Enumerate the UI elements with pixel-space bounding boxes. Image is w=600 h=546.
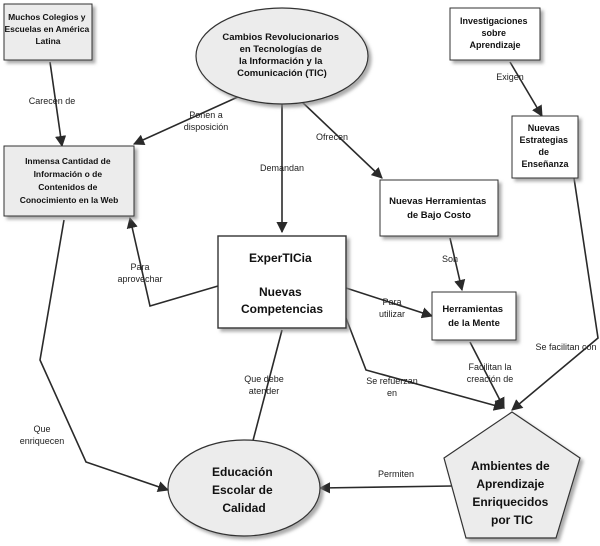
svg-text:Ambientes de Aprendiza: Ambientes de Aprendizaje Enriquecidos po… [471, 459, 553, 527]
edge-expertic-ambientes [345, 317, 506, 411]
edge-investigaciones-estrategias [509, 61, 543, 117]
node-educacion: Educación Escolar de Calidad [167, 439, 321, 537]
node-colegios: Muchos Colegios y Escuelas en América La… [3, 3, 93, 61]
node-tic: Cambios Revolucionarios en Tecnologías d… [195, 7, 369, 105]
label-carecen: Carecen de [29, 96, 76, 106]
label-son: Son [442, 254, 458, 264]
node-herramientas-bajo: Nuevas Herramientas de Bajo Costo [379, 179, 499, 237]
svg-text:Muchos Colegios y Escu: Muchos Colegios y Escuelas en América La… [4, 12, 91, 46]
label-se-facilitan: Se facilitan con [535, 342, 596, 352]
label-demandan: Demandan [260, 163, 304, 173]
svg-text:Investigaciones sobre: Investigaciones sobre Aprendizaje [460, 16, 530, 50]
node-expertic: ExperTICia Nuevas Competencias [217, 235, 347, 329]
edge-tic-cantidad [132, 95, 241, 145]
node-cantidad: Inmensa Cantidad de Información o de Con… [3, 145, 135, 217]
nodes: Muchos Colegios y Escuelas en América La… [3, 3, 581, 539]
edge-cantidad-educacion [39, 219, 170, 493]
svg-text:Nuevas Estrategias: Nuevas Estrategias de Enseñanza [519, 123, 570, 169]
label-permiten: Permiten [378, 469, 414, 479]
node-herramientas-mente: Herramientas de la Mente [431, 291, 517, 341]
edge-expertic-cantidad [126, 216, 219, 308]
edge-colegios-cantidad [49, 61, 67, 148]
svg-text:Nuevas Herramientas de: Nuevas Herramientas de Bajo Costo [389, 196, 489, 221]
node-estrategias: Nuevas Estrategias de Enseñanza [511, 115, 579, 179]
svg-text:Educación Escolar de: Educación Escolar de Calidad [212, 465, 276, 515]
edges [39, 61, 599, 494]
edge-mente-ambientes [469, 341, 505, 409]
node-investigaciones: Investigaciones sobre Aprendizaje [449, 7, 541, 61]
svg-text:ExperTICia Nu: ExperTICia Nuevas Competencias [241, 251, 323, 316]
label-ofrecen: Ofrecen [316, 132, 348, 142]
edge-expertic-educacion [247, 329, 283, 454]
node-ambientes: Ambientes de Aprendizaje Enriquecidos po… [443, 411, 581, 539]
edge-tic-herramientas-bajo [299, 99, 383, 179]
edge-ambientes-educacion [318, 482, 453, 494]
svg-text:Herramientas de la Men: Herramientas de la Mente [442, 304, 505, 329]
label-exigen: Exigen [496, 72, 524, 82]
edge-herramientas-bajo-mente [449, 237, 466, 292]
edge-estrategias-ambientes [511, 177, 599, 411]
edge-expertic-mente [345, 287, 434, 319]
svg-text:Inmensa Cantidad de In: Inmensa Cantidad de Información o de Con… [20, 156, 119, 205]
svg-text:Cambios Revolucionarios: Cambios Revolucionarios en Tecnologías d… [222, 32, 341, 79]
